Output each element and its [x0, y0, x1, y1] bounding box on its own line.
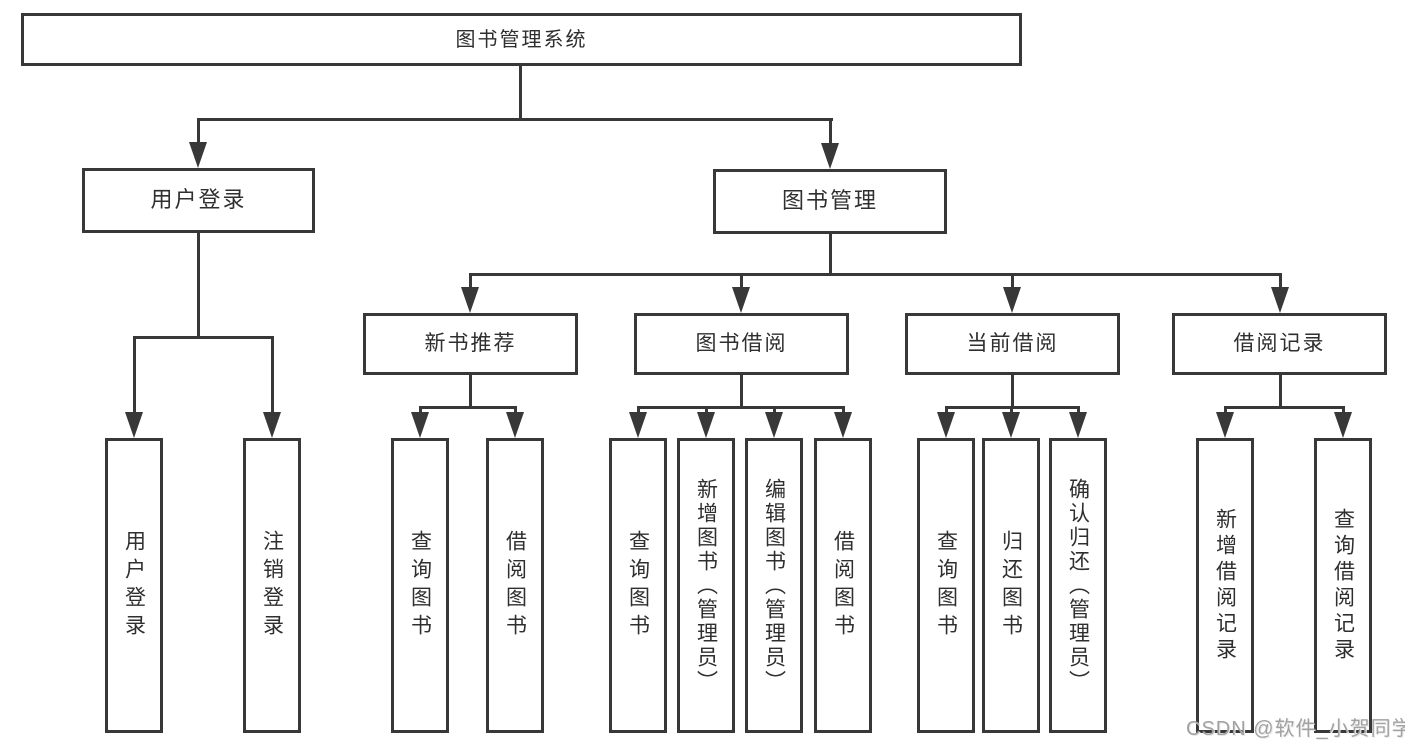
connector-borrowing-records-hline	[1224, 406, 1345, 409]
arrowhead-borrowing-records	[1271, 287, 1289, 313]
connector-leaf-edit-books-admin-stub	[773, 406, 776, 416]
connector-root-hline	[197, 118, 833, 121]
connector-book-management-vline	[829, 234, 832, 276]
node-current-borrowing: 当前借阅	[905, 313, 1120, 375]
leaf-query-books-current: 查询图书	[917, 438, 975, 733]
connector-leaf-query-books-recommend-stub	[419, 406, 422, 416]
arrowhead-leaf-query-books-recommend	[411, 412, 429, 438]
node-user-login: 用户登录	[82, 168, 315, 233]
arrowhead-leaf-query-borrow-record	[1334, 412, 1352, 438]
connector-root-vline	[519, 64, 522, 121]
node-borrowing-records: 借阅记录	[1172, 313, 1387, 375]
arrowhead-leaf-query-books-borrowing	[629, 412, 647, 438]
arrowhead-leaf-add-borrow-record	[1216, 412, 1234, 438]
connector-new-book-recommend-stub	[469, 273, 472, 290]
connector-leaf-confirm-return-admin-stub	[1077, 406, 1080, 416]
connector-leaf-add-borrow-record-stub	[1224, 406, 1227, 416]
leaf-borrow-books-borrowing: 借阅图书	[814, 438, 872, 733]
leaf-edit-books-admin: 编辑图书（管理员）	[745, 438, 803, 733]
leaf-query-books-recommend: 查询图书	[391, 438, 449, 733]
connector-user-login-vline	[197, 233, 200, 339]
leaf-user-login: 用户登录	[105, 438, 163, 733]
connector-leaf-add-books-admin-stub	[705, 406, 708, 416]
arrowhead-leaf-add-books-admin	[697, 412, 715, 438]
node-new-book-recommend: 新书推荐	[363, 313, 578, 375]
connector-borrowing-records-stub	[1279, 273, 1282, 290]
leaf-add-borrow-record: 新增借阅记录	[1196, 438, 1254, 733]
connector-book-management-hline	[469, 273, 1282, 276]
connector-leaf-user-login-stub	[133, 336, 136, 414]
connector-leaf-query-borrow-record-stub	[1342, 406, 1345, 416]
connector-leaf-query-books-borrowing-stub	[637, 406, 640, 416]
connector-borrowing-records-vline	[1279, 375, 1282, 409]
arrowhead-current-borrowing	[1003, 287, 1021, 313]
arrowhead-user-login	[189, 142, 207, 168]
csdn-watermark: CSDN @软件_小贺同学	[1186, 718, 1405, 740]
connector-user-login-stub	[197, 118, 200, 146]
leaf-query-books-borrowing: 查询图书	[609, 438, 667, 733]
connector-leaf-logout-stub	[271, 336, 274, 414]
connector-leaf-query-books-current-stub	[945, 406, 948, 416]
connector-book-borrowing-vline	[740, 375, 743, 409]
arrowhead-leaf-logout	[263, 412, 281, 438]
leaf-borrow-books-recommend: 借阅图书	[486, 438, 544, 733]
connector-leaf-return-books-stub	[1010, 406, 1013, 416]
node-book-management: 图书管理	[713, 169, 947, 234]
arrowhead-new-book-recommend	[461, 287, 479, 313]
leaf-confirm-return-admin: 确认归还（管理员）	[1049, 438, 1107, 733]
node-book-borrowing: 图书借阅	[634, 313, 849, 375]
connector-new-book-recommend-hline	[419, 406, 517, 409]
connector-current-borrowing-vline	[1011, 375, 1014, 409]
arrowhead-leaf-return-books	[1002, 412, 1020, 438]
connector-current-borrowing-stub	[1011, 273, 1014, 290]
connector-new-book-recommend-vline	[469, 375, 472, 409]
leaf-query-borrow-record: 查询借阅记录	[1314, 438, 1372, 733]
connector-book-borrowing-stub	[740, 273, 743, 290]
connector-leaf-borrow-books-borrowing-stub	[842, 406, 845, 416]
connector-user-login-hline	[133, 336, 274, 339]
arrowhead-leaf-edit-books-admin	[765, 412, 783, 438]
arrowhead-book-management	[821, 143, 839, 169]
leaf-add-books-admin: 新增图书（管理员）	[677, 438, 735, 733]
arrowhead-leaf-confirm-return-admin	[1069, 412, 1087, 438]
connector-book-borrowing-hline	[637, 406, 845, 409]
connector-book-management-stub	[829, 118, 832, 146]
leaf-return-books: 归还图书	[982, 438, 1040, 733]
arrowhead-leaf-query-books-current	[937, 412, 955, 438]
node-root: 图书管理系统	[21, 13, 1022, 66]
arrowhead-leaf-borrow-books-borrowing	[834, 412, 852, 438]
arrowhead-leaf-user-login	[125, 412, 143, 438]
connector-leaf-borrow-books-recommend-stub	[514, 406, 517, 416]
leaf-logout: 注销登录	[243, 438, 301, 733]
arrowhead-book-borrowing	[732, 287, 750, 313]
arrowhead-leaf-borrow-books-recommend	[506, 412, 524, 438]
